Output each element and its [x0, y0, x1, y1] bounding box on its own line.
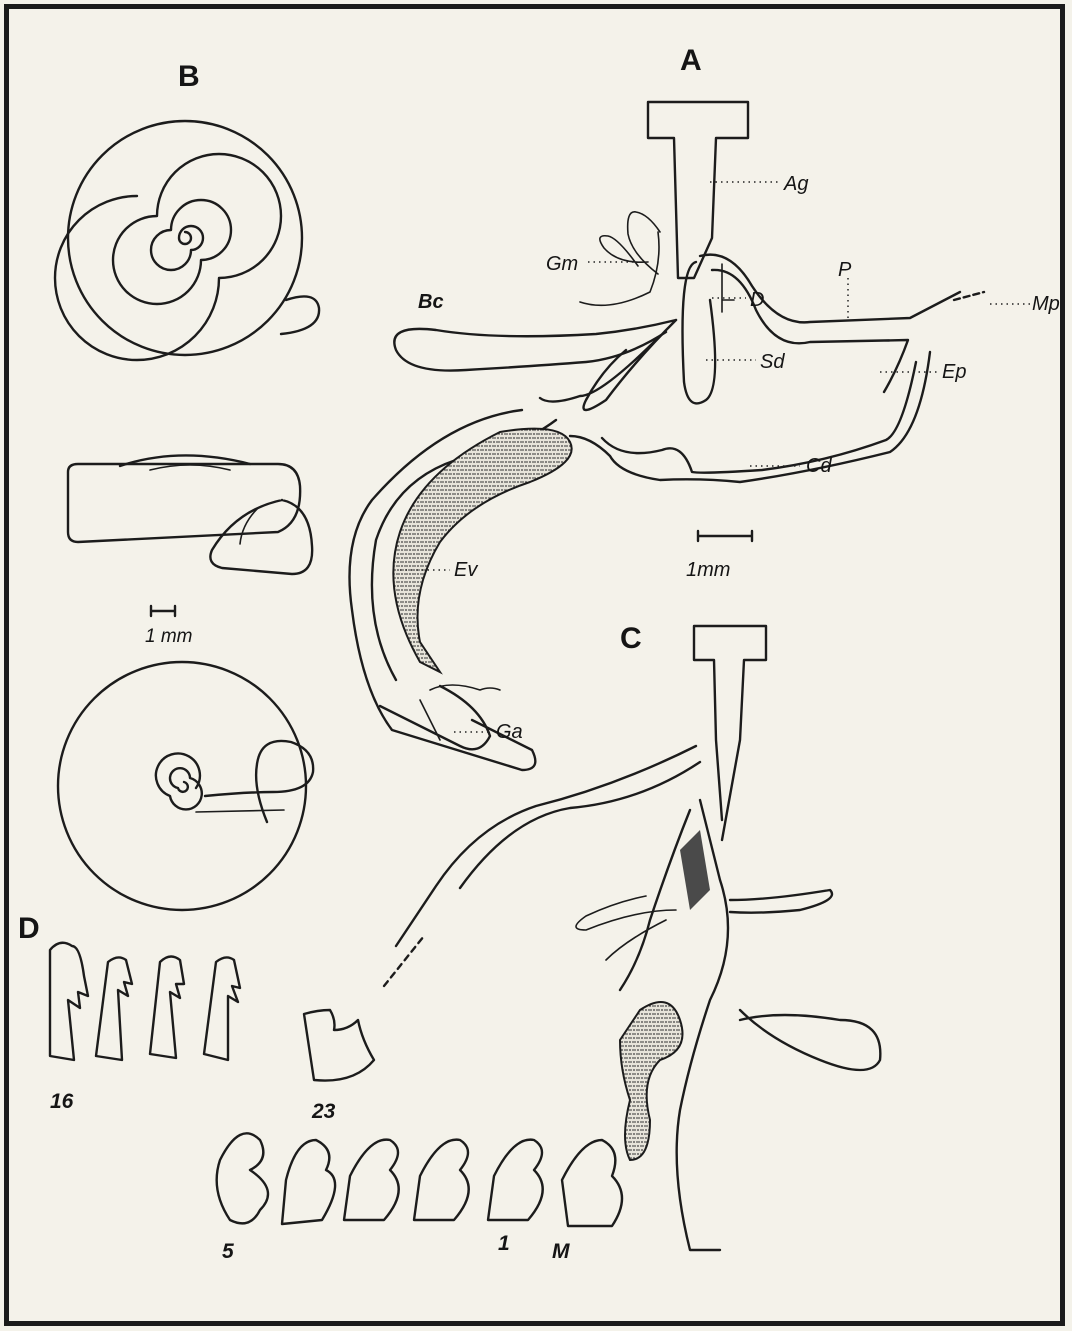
label-d: D — [750, 289, 764, 311]
reproductive-system-c — [384, 626, 880, 1250]
label-ga: Ga — [496, 721, 523, 743]
scale-label-a: 1mm — [686, 559, 730, 581]
label-mp: Mp — [1032, 293, 1060, 315]
tooth-number-5: 5 — [222, 1240, 234, 1263]
tooth-number-1: 1 — [498, 1232, 510, 1255]
scale-bar-a — [698, 531, 752, 541]
label-cd: Cd — [806, 455, 832, 477]
reproductive-system-a — [350, 102, 985, 770]
shell-umbilical-view — [58, 662, 313, 910]
tooth-label-m: M — [552, 1240, 570, 1263]
label-p: P — [838, 259, 852, 281]
scale-bar-b — [151, 606, 175, 616]
panel-label-a: A — [680, 44, 702, 77]
label-bc: Bc — [418, 291, 444, 313]
label-ep: Ep — [942, 361, 966, 383]
label-sd: Sd — [760, 351, 785, 373]
panel-label-c: C — [620, 622, 642, 655]
shell-apical-view — [55, 121, 319, 360]
radula-lateral-teeth — [217, 1133, 622, 1226]
scale-label-b: 1 mm — [145, 626, 193, 647]
label-gm: Gm — [546, 253, 578, 275]
shell-lateral-view — [68, 455, 312, 574]
panel-label-d: D — [18, 912, 40, 945]
tooth-number-16: 16 — [50, 1090, 74, 1113]
radula-marginal-teeth — [50, 943, 374, 1081]
panel-label-b: B — [178, 60, 200, 93]
label-ev: Ev — [454, 559, 478, 581]
label-ag: Ag — [783, 173, 808, 195]
tooth-number-23: 23 — [311, 1100, 336, 1123]
